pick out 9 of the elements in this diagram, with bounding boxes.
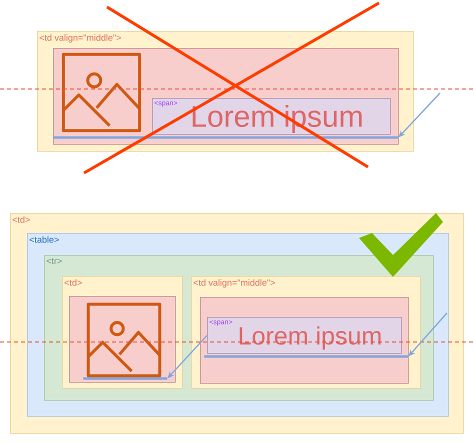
node-label: <td valign="middle"> — [40, 34, 121, 43]
baseline-line — [53, 136, 398, 139]
node-label: <td> — [12, 216, 30, 223]
node-label: <td valign="middle"> — [194, 279, 275, 288]
baseline-line — [83, 377, 168, 380]
node-label: <tr> — [46, 258, 62, 264]
baseline-line — [204, 355, 408, 358]
node-label: <table> — [30, 236, 59, 243]
node-label: <td> — [64, 279, 82, 286]
